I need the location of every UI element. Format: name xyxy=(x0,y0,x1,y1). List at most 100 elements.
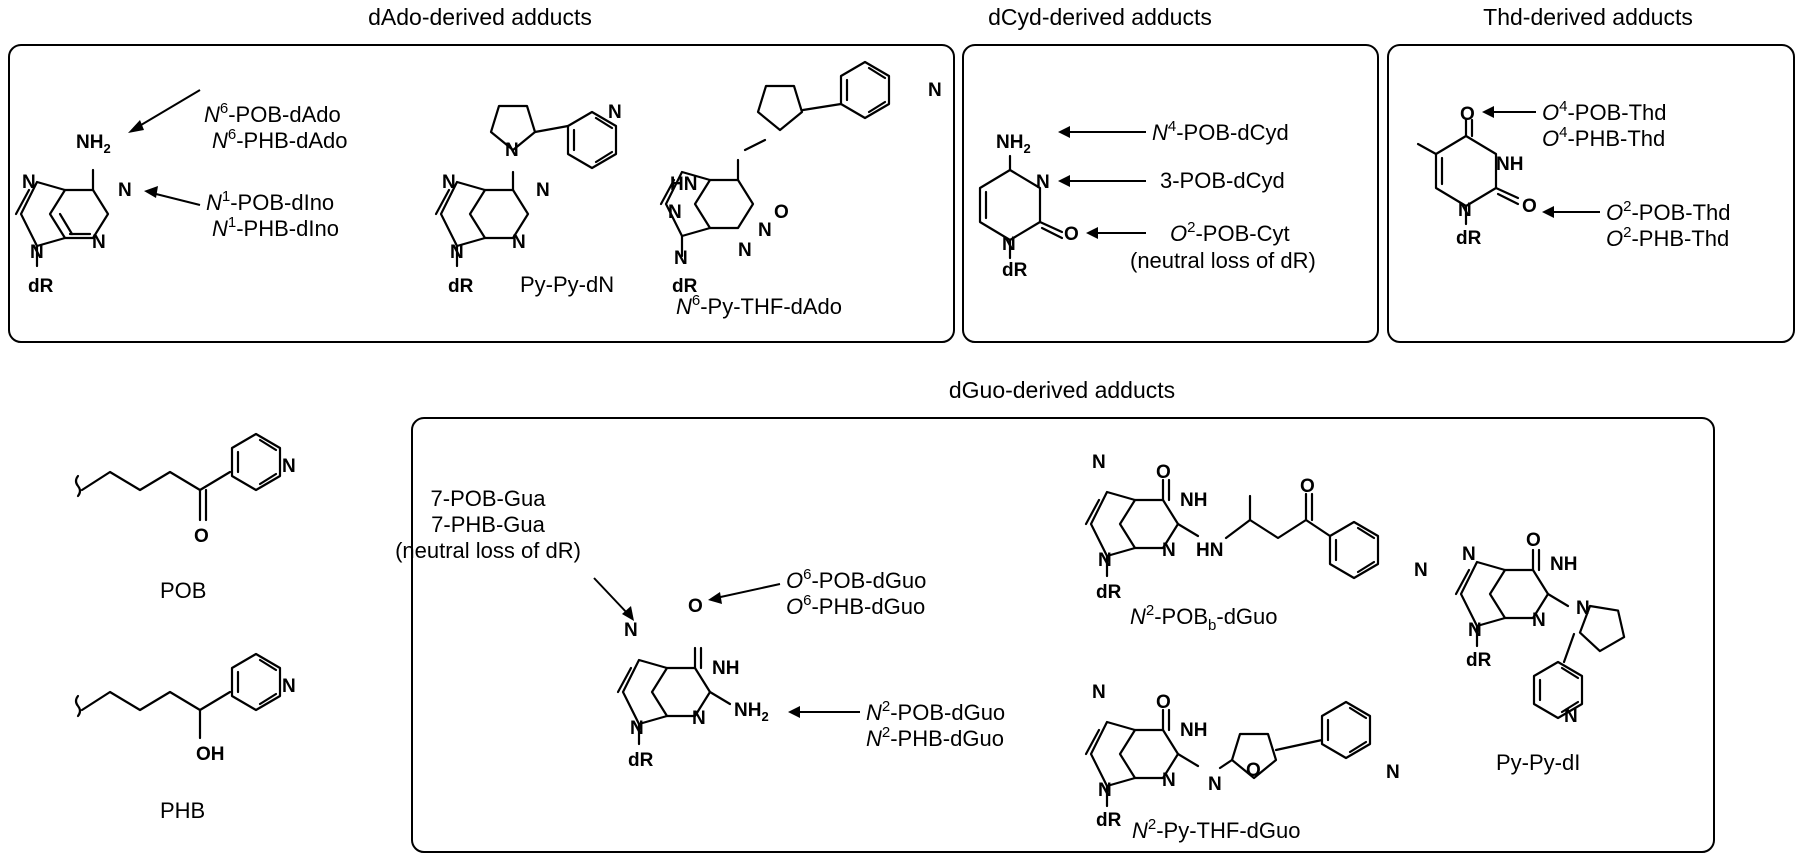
label-n2-phb-dguo: N2-PHB-dGuo xyxy=(866,724,1004,751)
atom-dr-dguo: dR xyxy=(628,750,654,771)
structure-n2-pobb-dguo xyxy=(1084,478,1380,580)
title-dguo-group: dGuo-derived adducts xyxy=(949,377,1175,403)
atom-n-thf-dado-c: N xyxy=(738,240,752,261)
atom-hn-thf-dado: HN xyxy=(670,174,697,195)
atom-n-pypy-pyr: N xyxy=(608,102,622,123)
atom-nh2-dguo: NH2 xyxy=(734,700,769,724)
atom-n-pydi-b: N xyxy=(1532,610,1546,631)
atom-n-thf-dado-a: N xyxy=(668,202,682,223)
atom-dr-thf-dado: dR xyxy=(672,276,698,297)
atom-n-pobb-pyr: N xyxy=(1414,560,1428,581)
label-cyt-neutral-loss: (neutral loss of dR) xyxy=(1130,248,1316,273)
label-3-pob-dcyd: 3-POB-dCyd xyxy=(1160,168,1285,193)
label-7-phb-gua: 7-PHB-Gua xyxy=(431,512,545,537)
label-o6-phb-dguo: O6-PHB-dGuo xyxy=(786,592,925,619)
atom-dr-pydi: dR xyxy=(1466,650,1492,671)
label-7-pob-gua: 7-POB-Gua xyxy=(431,486,547,511)
atom-n-pob: N xyxy=(282,456,296,477)
label-n1-pob-dino: N1-POB-dIno xyxy=(206,188,334,215)
atom-n9-dguo: N xyxy=(630,718,644,739)
atom-o-pobb-purine: O xyxy=(1156,462,1171,483)
atom-n-dado-d: N xyxy=(30,242,44,263)
atom-n-thf-dguo-nh: N xyxy=(1208,774,1222,795)
title-thd-group: Thd-derived adducts xyxy=(1483,4,1693,30)
label-py-py-dn: Py-Py-dN xyxy=(520,272,614,297)
atom-n-pobb-c: N xyxy=(1098,550,1112,571)
atom-n7-dguo: N xyxy=(624,620,638,641)
atom-n-thf-dguo-a: N xyxy=(1092,682,1106,703)
atom-dr-dcyd: dR xyxy=(1002,260,1028,281)
atom-dr-pobb: dR xyxy=(1096,582,1122,603)
atom-o-thf-dado: O xyxy=(774,202,789,223)
atom-dr-dado: dR xyxy=(28,276,54,297)
atom-o2-thd: O xyxy=(1522,196,1537,217)
atom-nh-thd: NH xyxy=(1496,154,1523,175)
atom-n1-thd: N xyxy=(1458,200,1472,221)
atom-o-dcyd: O xyxy=(1064,224,1079,245)
atom-n-thf-dado-pyr: N xyxy=(928,80,942,101)
atom-dr-pypy: dR xyxy=(448,276,474,297)
label-o4-pob-thd: O4-POB-Thd xyxy=(1542,98,1667,125)
label-py-py-di: Py-Py-dI xyxy=(1496,750,1580,775)
arrow-o4-thd xyxy=(1482,106,1536,118)
arrow-n1-dado xyxy=(144,186,201,206)
atom-n-pobb-b: N xyxy=(1162,540,1176,561)
arrow-n7-dguo xyxy=(593,577,634,621)
label-o2-pob-cyt: O2-POB-Cyt xyxy=(1170,219,1290,246)
atom-n-thf-dguo-c: N xyxy=(1098,780,1112,801)
atom-nh-thf-dguo: NH xyxy=(1180,720,1207,741)
arrow-o6-dguo xyxy=(708,583,781,604)
dcyd-panel xyxy=(962,44,1379,343)
atom-o-pobb-keto: O xyxy=(1300,476,1315,497)
arrow-o2-dcyd xyxy=(1086,227,1146,239)
atom-n1-dcyd: N xyxy=(1002,234,1016,255)
atom-n3-dcyd: N xyxy=(1036,172,1050,193)
dguo-panel xyxy=(411,417,1715,853)
atom-nh2-dado: NH2 xyxy=(76,132,111,156)
label-gua-neutral-loss: (neutral loss of dR) xyxy=(395,538,581,563)
label-pob: POB xyxy=(160,578,206,603)
atom-n-dado-a: N xyxy=(22,172,36,193)
label-o2-phb-thd: O2-PHB-Thd xyxy=(1606,224,1729,251)
label-n2-pob-dguo: N2-POB-dGuo xyxy=(866,698,1005,725)
atom-n-pydi-pyrrol: N xyxy=(1576,598,1590,619)
atom-o-pydi: O xyxy=(1526,530,1541,551)
atom-n-pobb-a: N xyxy=(1092,452,1106,473)
arrow-n2-dguo xyxy=(788,706,860,718)
label-n2-pobb-dguo: N2-POBb-dGuo xyxy=(1130,602,1278,634)
atom-nh-pobb: NH xyxy=(1180,490,1207,511)
atom-n-pydi-a: N xyxy=(1462,544,1476,565)
label-n6-pob-dado: N6-POB-dAdo xyxy=(204,100,341,127)
structure-dcyd xyxy=(978,154,1064,260)
structure-dguo xyxy=(616,646,732,746)
atom-n-thf-dado-b: N xyxy=(758,220,772,241)
atom-o4-thd: O xyxy=(1460,104,1475,125)
label-o4-phb-thd: O4-PHB-Thd xyxy=(1542,124,1665,151)
structure-n2-py-thf-dguo xyxy=(1084,700,1372,808)
atom-n-pypy-a: N xyxy=(442,172,456,193)
arrow-n4-dcyd xyxy=(1058,126,1146,138)
arrow-n6-dado xyxy=(128,89,201,133)
label-o6-pob-dguo: O6-POB-dGuo xyxy=(786,566,926,593)
atom-n-pydi-c: N xyxy=(1468,620,1482,641)
thd-panel xyxy=(1387,44,1795,343)
atom-n-phb: N xyxy=(282,676,296,697)
atom-n-dado-b: N xyxy=(118,180,132,201)
label-n6-phb-dado: N6-PHB-dAdo xyxy=(212,126,348,153)
atom-dr-thf-dguo: dR xyxy=(1096,810,1122,831)
atom-nh-dguo: NH xyxy=(712,658,739,679)
label-o2-pob-thd: O2-POB-Thd xyxy=(1606,198,1731,225)
structure-py-py-dn xyxy=(434,104,618,268)
atom-n-dado-c: N xyxy=(92,232,106,253)
atom-dr-thd: dR xyxy=(1456,228,1482,249)
atom-n3-dguo: N xyxy=(692,708,706,729)
arrow-o2-thd xyxy=(1542,206,1600,218)
atom-o-thf-dguo: O xyxy=(1246,760,1261,781)
atom-n-pypy-pyrrol: N xyxy=(505,140,519,161)
atom-o-thf-dguo-purine: O xyxy=(1156,692,1171,713)
label-n6-py-thf-dado: N6-Py-THF-dAdo xyxy=(676,292,842,319)
label-phb: PHB xyxy=(160,798,205,823)
label-n2-py-thf-dguo: N2-Py-THF-dGuo xyxy=(1132,816,1300,843)
atom-n-thf-dado-d: N xyxy=(674,248,688,269)
atom-nh-pydi: NH xyxy=(1550,554,1577,575)
